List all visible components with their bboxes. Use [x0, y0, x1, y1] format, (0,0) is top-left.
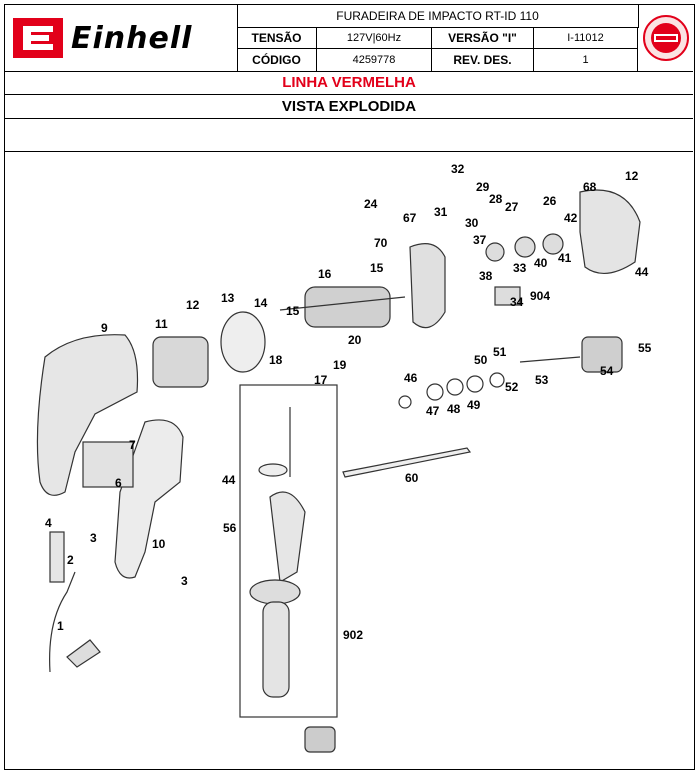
part-label-6: 6 [115, 476, 122, 490]
part-label-52: 52 [505, 380, 519, 394]
part-label-40: 40 [534, 256, 548, 270]
part-label-12b: 12 [625, 169, 639, 183]
part-label-3a: 3 [90, 531, 97, 545]
callout-labels: 1 2 3 3 4 6 7 9 10 11 12 12 13 14 15 15 … [45, 162, 652, 642]
parts-sheet: Einhell FURADEIRA DE IMPACTO RT-ID 110 T… [4, 4, 695, 770]
part-label-55: 55 [638, 341, 652, 355]
part-label-53: 53 [535, 373, 549, 387]
part-label-30: 30 [465, 216, 479, 230]
brand-name: Einhell [71, 20, 193, 56]
header-block: Einhell FURADEIRA DE IMPACTO RT-ID 110 T… [5, 5, 693, 72]
blank-row [5, 119, 693, 152]
part-label-26: 26 [543, 194, 557, 208]
part-label-10: 10 [152, 537, 166, 551]
part-label-44b: 44 [222, 473, 236, 487]
tensao-label: TENSÃO [237, 27, 317, 49]
part-label-54: 54 [600, 364, 614, 378]
part-label-902: 902 [343, 628, 363, 642]
part-label-38: 38 [479, 269, 493, 283]
part-label-4: 4 [45, 516, 52, 530]
part-label-12a: 12 [186, 298, 200, 312]
part-label-42: 42 [564, 211, 578, 225]
part-label-11: 11 [155, 317, 168, 331]
part-label-49: 49 [467, 398, 481, 412]
part-label-32: 32 [451, 162, 465, 176]
tensao-value: 127V|60Hz [317, 27, 432, 49]
part-label-29: 29 [476, 180, 490, 194]
part-label-48: 48 [447, 402, 461, 416]
part-label-33: 33 [513, 261, 527, 275]
part-label-14: 14 [254, 296, 268, 310]
part-label-37: 37 [473, 233, 487, 247]
codigo-label: CÓDIGO [237, 49, 317, 71]
part-label-15b: 15 [286, 304, 300, 318]
part-label-16: 16 [318, 267, 332, 281]
revdes-label: REV. DES. [432, 49, 534, 71]
part-label-24: 24 [364, 197, 378, 211]
exploded-drawing: 1 2 3 3 4 6 7 9 10 11 12 12 13 14 15 15 … [36, 162, 652, 753]
part-label-51: 51 [493, 345, 507, 359]
part-label-28: 28 [489, 192, 503, 206]
part-label-2: 2 [67, 553, 74, 567]
einhell-mark-icon [13, 18, 63, 58]
revdes-value: 1 [534, 49, 638, 71]
brand-logo: Einhell [5, 5, 238, 71]
part-label-18: 18 [269, 353, 283, 367]
part-label-1: 1 [57, 619, 64, 633]
part-label-19: 19 [333, 358, 347, 372]
part-label-9: 9 [101, 321, 108, 335]
part-label-68: 68 [583, 180, 597, 194]
versao-value: I-11012 [534, 27, 638, 49]
part-label-13: 13 [221, 291, 235, 305]
part-label-3b: 3 [181, 574, 188, 588]
part-label-15a: 15 [370, 261, 384, 275]
part-label-44a: 44 [635, 265, 649, 279]
line-title: LINHA VERMELHA [5, 71, 693, 95]
part-label-20: 20 [348, 333, 362, 347]
part-label-31: 31 [434, 205, 448, 219]
part-label-67: 67 [403, 211, 417, 225]
part-label-56: 56 [223, 521, 237, 535]
view-title: VISTA EXPLODIDA [5, 95, 693, 119]
accessory-frame [239, 384, 338, 718]
product-title: FURADEIRA DE IMPACTO RT-ID 110 [237, 5, 639, 28]
service-seal-icon [638, 5, 693, 71]
part-label-17: 17 [314, 373, 328, 387]
part-label-60: 60 [405, 471, 419, 485]
part-label-70: 70 [374, 236, 388, 250]
part-label-50: 50 [474, 353, 488, 367]
part-label-34: 34 [510, 295, 524, 309]
codigo-value: 4259778 [317, 49, 432, 71]
versao-label: VERSÃO "I" [432, 27, 534, 49]
exploded-view-diagram: 1 2 3 3 4 6 7 9 10 11 12 12 13 14 15 15 … [5, 152, 693, 769]
part-label-7: 7 [129, 438, 136, 452]
part-label-27: 27 [505, 200, 519, 214]
part-label-41: 41 [558, 251, 572, 265]
part-label-47: 47 [426, 404, 440, 418]
part-label-46: 46 [404, 371, 418, 385]
part-label-904: 904 [530, 289, 550, 303]
